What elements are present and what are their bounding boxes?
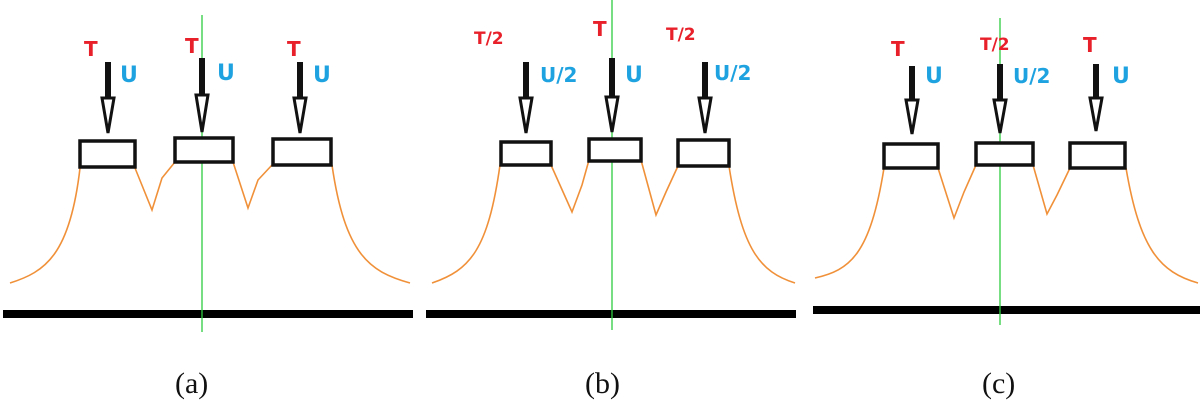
thrust-label: T/2 [474,29,504,49]
actuator-box [173,136,235,164]
head-b-3: T/2 U/2 [666,25,751,168]
actuator-box [974,141,1035,167]
thrust-label: T [593,17,607,41]
profile-curve-b [431,159,796,284]
arrow-head-icon [992,98,1008,134]
actuator-box [271,137,333,167]
head-a-3: T U [271,37,333,167]
arrow-head-icon [194,93,210,133]
velocity-label: U [313,63,331,88]
profile-curve-c [814,164,1199,284]
ground-line-a [3,310,413,318]
velocity-label: U/2 [714,61,751,85]
arrow-head-icon [904,98,920,135]
panel-c: T U T/2 U/2 T U (c) [813,18,1200,400]
head-c-3: T U [1068,33,1130,170]
thrust-label: T [891,37,905,61]
velocity-label: U [217,61,235,86]
head-b-2: T U [587,17,643,163]
arrow-shaft [199,58,205,96]
panel-b: T/2 U/2 T U T/2 U/2 (b) [426,0,796,400]
velocity-label: U/2 [1013,64,1050,88]
arrow-shaft [105,62,111,100]
head-c-1: T U [882,37,943,170]
head-c-2: T/2 U/2 [974,35,1050,167]
head-a-1: T U [78,37,138,169]
arrow-head-icon [518,96,534,134]
panel-a: T U T U T U (a) [3,15,413,400]
arrow-head-icon [1088,96,1104,132]
thrust-label: T [84,37,98,61]
thrust-label: T/2 [666,25,696,45]
panel-caption-b: (b) [585,367,620,400]
actuator-box [676,138,731,168]
arrow-head-icon [292,96,308,134]
thrust-label: T [185,34,199,58]
actuator-box [78,139,137,169]
velocity-label: U [925,64,943,89]
arrow-head-icon [697,96,713,134]
panel-caption-a: (a) [175,367,208,400]
arrow-head-icon [604,95,620,133]
arrow-shaft [523,62,529,100]
arrow-shaft [297,62,303,100]
profile-curve-a [9,161,411,284]
arrow-shaft [997,64,1003,102]
arrow-shaft [702,62,708,100]
panel-caption-c: (c) [982,367,1015,400]
head-b-1: T/2 U/2 [474,29,577,167]
arrow-shaft [609,58,615,98]
arrow-shaft [1093,64,1099,100]
thrust-label: T [1083,33,1097,57]
ground-line-c [813,306,1200,314]
thrust-label: T [287,37,301,61]
velocity-label: U [120,63,138,88]
arrow-shaft [909,66,915,102]
thrust-label: T/2 [980,35,1010,55]
ground-line-b [426,310,796,318]
velocity-label: U/2 [540,63,577,87]
actuator-box [499,140,553,167]
velocity-label: U [625,63,643,88]
actuator-box [587,137,643,163]
arrow-head-icon [100,96,116,134]
actuator-box [882,142,940,170]
velocity-label: U [1112,64,1130,89]
actuator-box [1068,141,1127,170]
head-a-2: T U [173,34,235,164]
